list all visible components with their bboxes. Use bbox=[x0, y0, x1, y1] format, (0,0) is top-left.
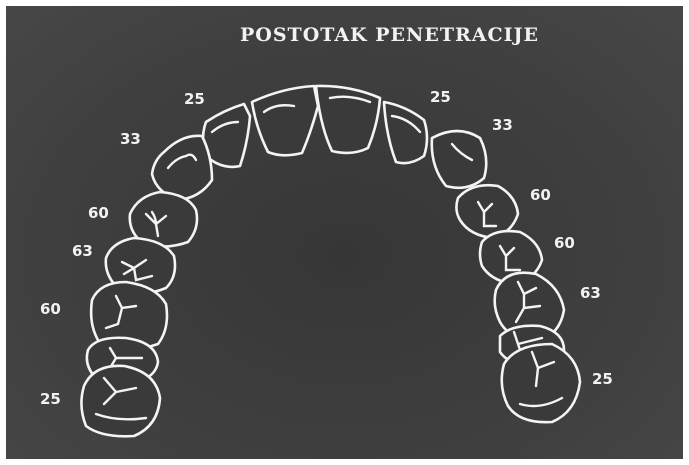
label-right-canine: 25 bbox=[430, 88, 451, 106]
tooth-upper-central-incisor-left bbox=[252, 86, 318, 155]
diagram-panel: POSTOTAK PENETRACIJE bbox=[6, 6, 683, 459]
label-left-canine: 25 bbox=[184, 90, 205, 108]
label-right-second-molar: 63 bbox=[580, 284, 601, 302]
label-right-third-molar: 25 bbox=[592, 370, 613, 388]
tooth-upper-third-molar-right bbox=[502, 344, 580, 422]
label-right-first-premolar: 33 bbox=[492, 116, 513, 134]
label-left-first-premolar: 33 bbox=[120, 130, 141, 148]
label-left-first-molar: 63 bbox=[72, 242, 93, 260]
label-left-third-molar: 25 bbox=[40, 390, 61, 408]
label-right-second-premolar: 60 bbox=[530, 186, 551, 204]
tooth-upper-canine-right bbox=[432, 131, 486, 188]
tooth-upper-third-molar-left bbox=[81, 366, 160, 436]
label-left-second-premolar: 60 bbox=[88, 204, 109, 222]
label-right-first-molar: 60 bbox=[554, 234, 575, 252]
tooth-upper-canine-left bbox=[152, 136, 212, 200]
label-left-second-molar: 60 bbox=[40, 300, 61, 318]
dental-arch bbox=[6, 6, 683, 459]
